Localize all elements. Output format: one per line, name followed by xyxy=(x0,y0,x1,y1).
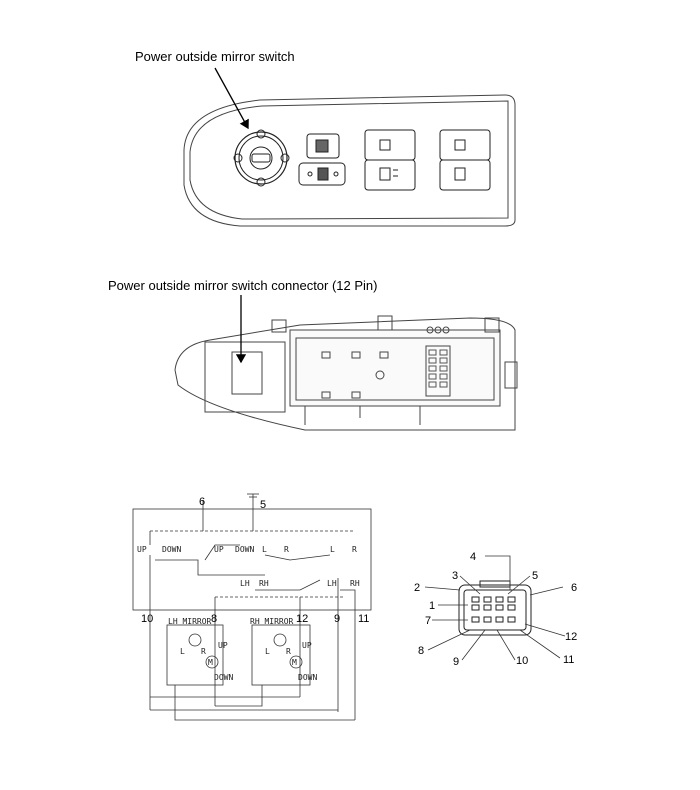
connector-caption: Power outside mirror switch connector (1… xyxy=(108,278,378,293)
lh-mirror-l: L xyxy=(180,647,185,656)
connector-pin-6: 6 xyxy=(571,582,577,594)
connector-pin-5: 5 xyxy=(532,570,538,582)
svg-text:5: 5 xyxy=(260,499,266,511)
window-switches xyxy=(364,129,491,191)
switch-label-rh-right: RH xyxy=(350,579,360,588)
schematic-pin-8: 8 xyxy=(211,613,217,625)
lh-mirror-m: M xyxy=(208,658,213,667)
connector-12pin xyxy=(458,580,532,636)
switch-panel-front xyxy=(183,94,516,227)
switch-label-up-mid: UP xyxy=(214,545,224,554)
connector-leaders xyxy=(424,555,566,661)
mirror-control-knob xyxy=(233,129,290,187)
connector-pin-3: 3 xyxy=(452,570,458,582)
switch-label-r-mid: R xyxy=(284,545,289,554)
connector-pin-9: 9 xyxy=(453,656,459,668)
connector-pin-2: 2 xyxy=(414,582,420,594)
mirror-switch-arrow xyxy=(214,67,249,130)
schematic-pin-9: 9 xyxy=(334,613,340,625)
switch-label-l-mid: L xyxy=(262,545,267,554)
rh-mirror-r: R xyxy=(286,647,291,656)
switch-panel-rear xyxy=(174,315,518,431)
connector-pin-11: 11 xyxy=(563,654,574,666)
connector-pin-12: 12 xyxy=(565,631,577,643)
schematic-pin-12: 12 xyxy=(296,613,308,625)
connector-pin-1: 1 xyxy=(429,600,435,612)
switch-label-up-left: UP xyxy=(137,545,147,554)
connector-pin-4: 4 xyxy=(470,551,476,563)
lh-mirror-up: UP xyxy=(218,641,228,650)
switch-label-l-right: L xyxy=(330,545,335,554)
lock-button xyxy=(306,133,340,159)
rh-mirror-title: RH MIRROR xyxy=(250,617,294,626)
schematic-pin-5: 5 xyxy=(260,499,266,511)
schematic xyxy=(132,493,372,721)
switch-label-down-mid: DOWN xyxy=(235,545,254,554)
schematic-pin-11: 11 xyxy=(358,613,369,625)
lh-mirror-down: DOWN xyxy=(214,673,233,682)
schematic-pin-6: 6 xyxy=(199,496,205,508)
switch-label-down-left: DOWN xyxy=(162,545,181,554)
rh-mirror-down: DOWN xyxy=(298,673,317,682)
switch-label-rh-mid: RH xyxy=(259,579,269,588)
switch-label-lh-right: LH xyxy=(327,579,337,588)
rh-mirror-up: UP xyxy=(302,641,312,650)
switch-label-r-right: R xyxy=(352,545,357,554)
connector-pin-10: 10 xyxy=(516,655,528,667)
lh-mirror-r: R xyxy=(201,647,206,656)
rh-mirror-l: L xyxy=(265,647,270,656)
rh-mirror-m: M xyxy=(292,658,297,667)
mirror-switch-caption: Power outside mirror switch xyxy=(135,49,295,64)
svg-text:6: 6 xyxy=(199,496,205,508)
schematic-pin-10: 10 xyxy=(141,613,153,625)
lh-mirror-title: LH MIRROR xyxy=(168,617,212,626)
connector-pin-8: 8 xyxy=(418,645,424,657)
lh-rh-select-switch xyxy=(298,162,346,186)
switch-label-lh-mid: LH xyxy=(240,579,250,588)
connector-pin-7: 7 xyxy=(425,615,431,627)
